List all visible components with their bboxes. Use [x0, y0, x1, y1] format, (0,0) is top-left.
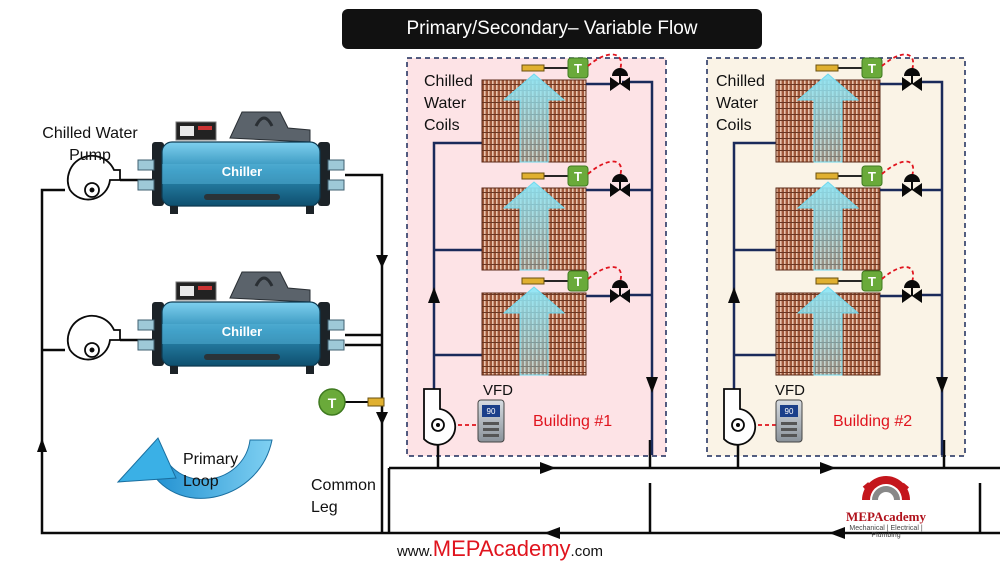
control-wire: [881, 160, 915, 177]
temperature-sensor-icon: T: [815, 165, 883, 187]
pump-icon: [723, 388, 757, 446]
chiller-icon: Chiller: [137, 111, 345, 214]
temperature-sensor-icon: T: [521, 165, 589, 187]
vfd-icon: 90: [477, 399, 505, 443]
control-wire: [587, 160, 622, 177]
vfd-group: 90 90: [423, 388, 803, 446]
chiller-label: Chiller: [222, 324, 262, 339]
vfd-display: 90: [785, 407, 794, 416]
coil-group: T T T T T T: [481, 53, 922, 376]
flow-arrow-icon: [428, 287, 948, 393]
control-valve-icon: [880, 68, 922, 91]
building-2-label: Building #2: [833, 413, 913, 430]
chiller-label: Chiller: [222, 164, 262, 179]
temperature-sensor-icon: T: [521, 57, 589, 79]
sensor-label: T: [868, 274, 876, 289]
control-valve-icon: [880, 280, 922, 303]
sensor-label: T: [574, 61, 582, 76]
airflow-arrow-icon: [796, 181, 860, 271]
chiller-icon: Chiller: [137, 271, 345, 374]
pump-icon: [423, 388, 457, 446]
sensor-label: T: [868, 169, 876, 184]
airflow-arrow-icon: [502, 286, 566, 376]
sensor-label: T: [574, 274, 582, 289]
control-valve-icon: [586, 68, 630, 91]
logo-brand: MEPAcademy: [846, 509, 926, 524]
control-wire: [587, 266, 622, 283]
vfd-label-building-2: VFD: [775, 382, 805, 399]
page-title: Primary/Secondary– Variable Flow: [406, 18, 698, 39]
logo-tagline: Mechanical | Electrical | Plumbing: [849, 525, 923, 539]
airflow-arrow-icon: [796, 286, 860, 376]
vfd-icon: 90: [775, 399, 803, 443]
temperature-sensor-icon: [318, 388, 385, 416]
airflow-arrow-icon: [502, 73, 566, 163]
control-wire: [881, 53, 915, 71]
airflow-arrow-icon: [502, 181, 566, 271]
vfd-display: 90: [487, 407, 496, 416]
control-wire: [587, 53, 622, 71]
temperature-sensor-icon: T: [521, 270, 589, 292]
airflow-arrow-icon: [796, 73, 860, 163]
vfd-label-building-1: VFD: [483, 382, 513, 399]
pump-group: [66, 154, 121, 361]
building-1-label: Building #1: [533, 413, 613, 430]
title-banner: Primary/Secondary– Variable Flow: [342, 9, 762, 49]
pump-label: Chilled Water Pump: [42, 125, 138, 164]
sensor-label: T: [868, 61, 876, 76]
control-wire: [881, 266, 915, 283]
coils-label-building-2: Chilled Water Coils: [716, 73, 765, 134]
common-leg-label: Common Leg: [311, 477, 376, 516]
pump-icon: [66, 314, 121, 361]
flow-arrow-icon: [37, 255, 845, 539]
primary-loop-arrow-icon: [116, 437, 273, 499]
coils-label-building-1: Chilled Water Coils: [424, 73, 473, 134]
control-valve-icon: [586, 174, 630, 197]
mep-academy-logo: MEPAcademy Mechanical | Electrical | Plu…: [836, 476, 936, 539]
temperature-sensor-icon: T: [815, 57, 883, 79]
primary-loop-label: Primary Loop: [183, 451, 239, 490]
logo-gear-icon: [862, 476, 910, 500]
sensor-label: T: [574, 169, 582, 184]
sensor-label: T: [328, 395, 337, 411]
control-valve-icon: [880, 174, 922, 197]
building-risers: [432, 80, 944, 455]
temperature-sensor-icon: T: [815, 270, 883, 292]
pump-icon: [66, 154, 121, 201]
footer-url[interactable]: www.MEPAcademy.com: [396, 536, 604, 561]
control-valve-icon: [586, 280, 630, 303]
